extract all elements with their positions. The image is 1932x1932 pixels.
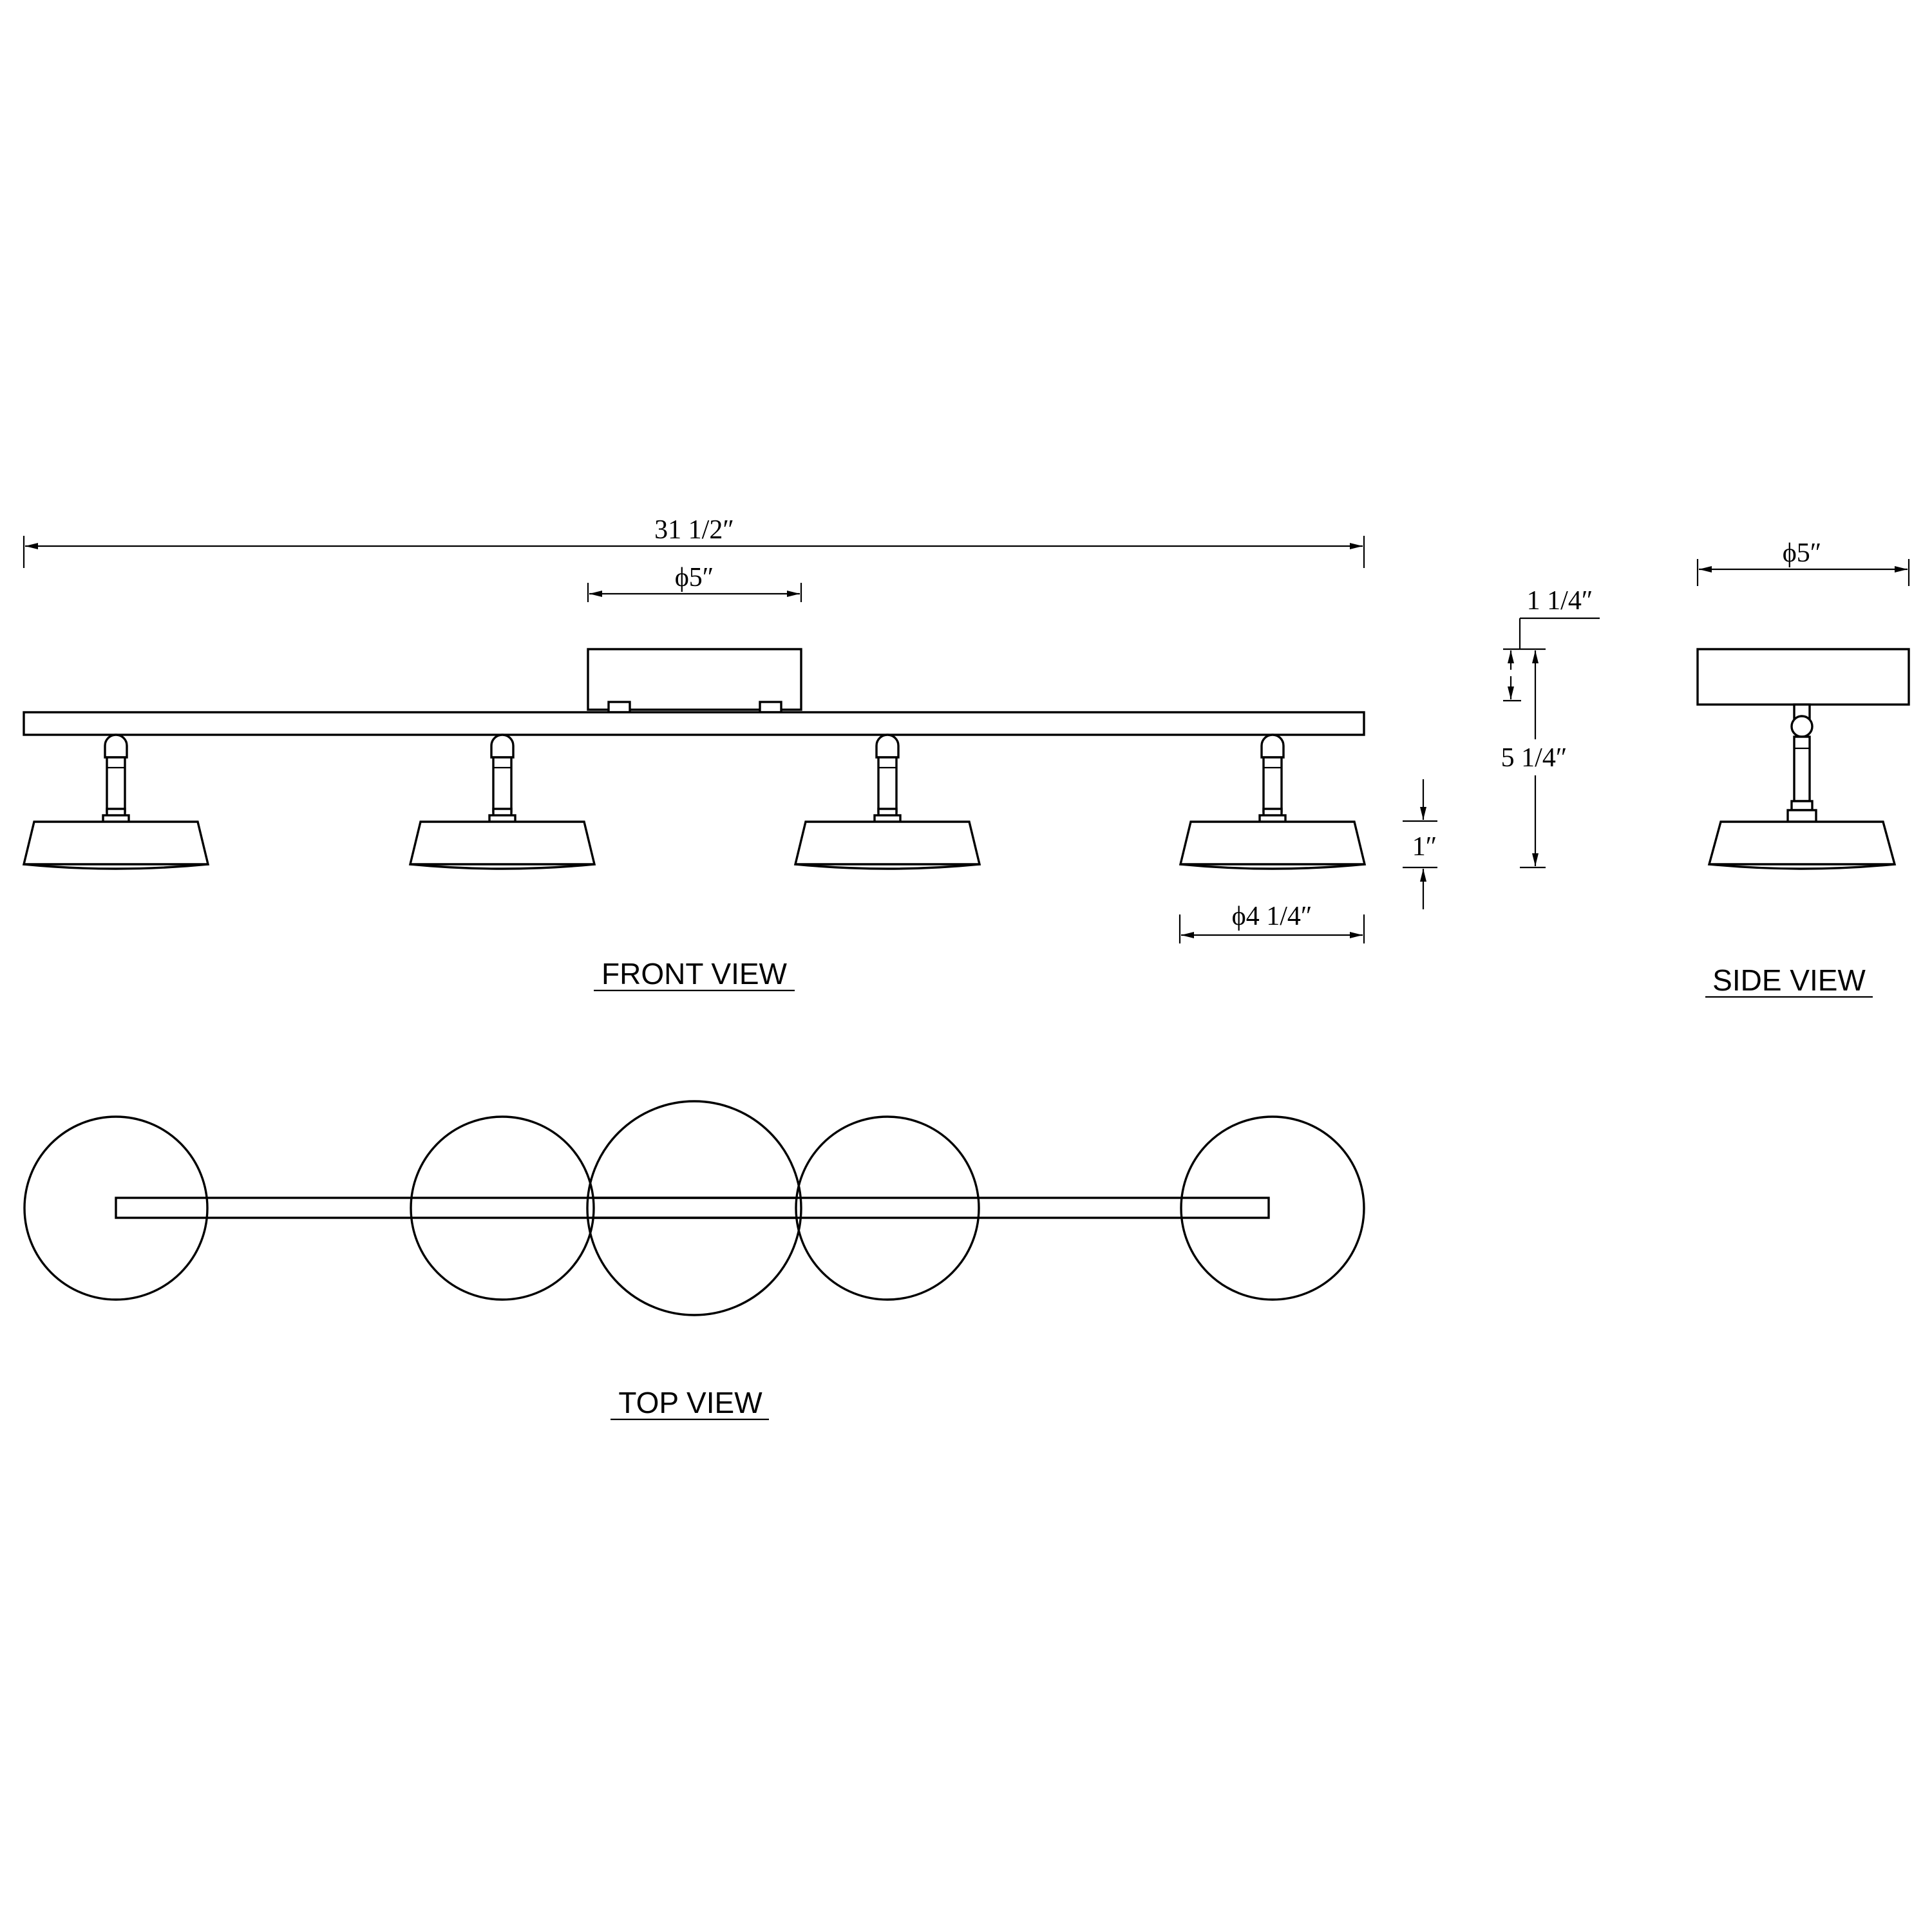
swivel-joint [104,734,128,759]
shade-diameter-label: ϕ4 1/4″ [1232,902,1312,931]
shade-height-label: 1″ [1412,832,1437,862]
shade-lens [1180,863,1365,870]
overall-length-label: 31 1/2″ [654,515,734,545]
spotlight-head [408,734,596,870]
shade [793,820,981,866]
side-collar-base [1786,809,1817,823]
shade-height-dimension: 1″ [1403,779,1437,909]
shade-lens [23,863,209,870]
shade [22,820,210,866]
top-track-bar [115,1197,1270,1219]
canopy-mount-right [759,701,782,714]
overall-length-dimension: 31 1/2″ [23,515,1365,568]
shade [1179,820,1367,866]
canopy-mount-left [607,701,631,714]
side-collar [1790,800,1814,811]
front-view-title: FRONT VIEW [601,957,788,990]
arm [877,756,898,813]
arm [492,756,513,813]
shade-lens [795,863,980,870]
shade-outline [586,1100,802,1316]
swivel-joint [490,734,515,759]
overall-height-label: 5 1/4″ [1501,743,1567,773]
side-swivel-joint [1790,715,1814,738]
shade-outline [1180,1115,1365,1301]
side-view-title: SIDE VIEW [1712,963,1866,997]
side-canopy-diameter-label: ϕ5″ [1783,538,1822,568]
canopy-height-label: 1 1/4″ [1527,586,1593,616]
swivel-joint [1260,734,1285,759]
shade [408,820,596,866]
side-view: ϕ5″ SIDE VIEW [1696,538,1910,998]
side-canopy [1696,648,1910,706]
spotlight-heads [22,734,1367,870]
spotlight-head [22,734,210,870]
height-dimensions: 1 1/4″ 5 1/4″ [1485,586,1600,869]
shade-outline [23,1115,209,1301]
canopy-diameter-label: ϕ5″ [675,563,714,592]
shade-diameter-dimension: ϕ4 1/4″ [1179,902,1365,943]
track-bar [23,711,1365,736]
canopy [587,648,802,711]
shade-outline [795,1115,980,1301]
arm [1262,756,1283,813]
spotlight-head [1179,734,1367,870]
shade-outline [410,1115,595,1301]
shade-lens [410,863,595,870]
side-shade [1707,820,1897,866]
canopy-diameter-dimension: ϕ5″ [587,563,802,602]
swivel-joint [875,734,900,759]
side-shade-lens [1709,863,1895,870]
top-view-title: TOP VIEW [618,1386,762,1419]
top-view: TOP VIEW [23,1100,1365,1421]
top-view-shades [23,1100,1365,1316]
spotlight-head [793,734,981,870]
arm [106,756,126,813]
front-view: 31 1/2″ ϕ5″ 1″ ϕ4 1/4 [22,515,1437,992]
side-arm [1793,735,1811,802]
